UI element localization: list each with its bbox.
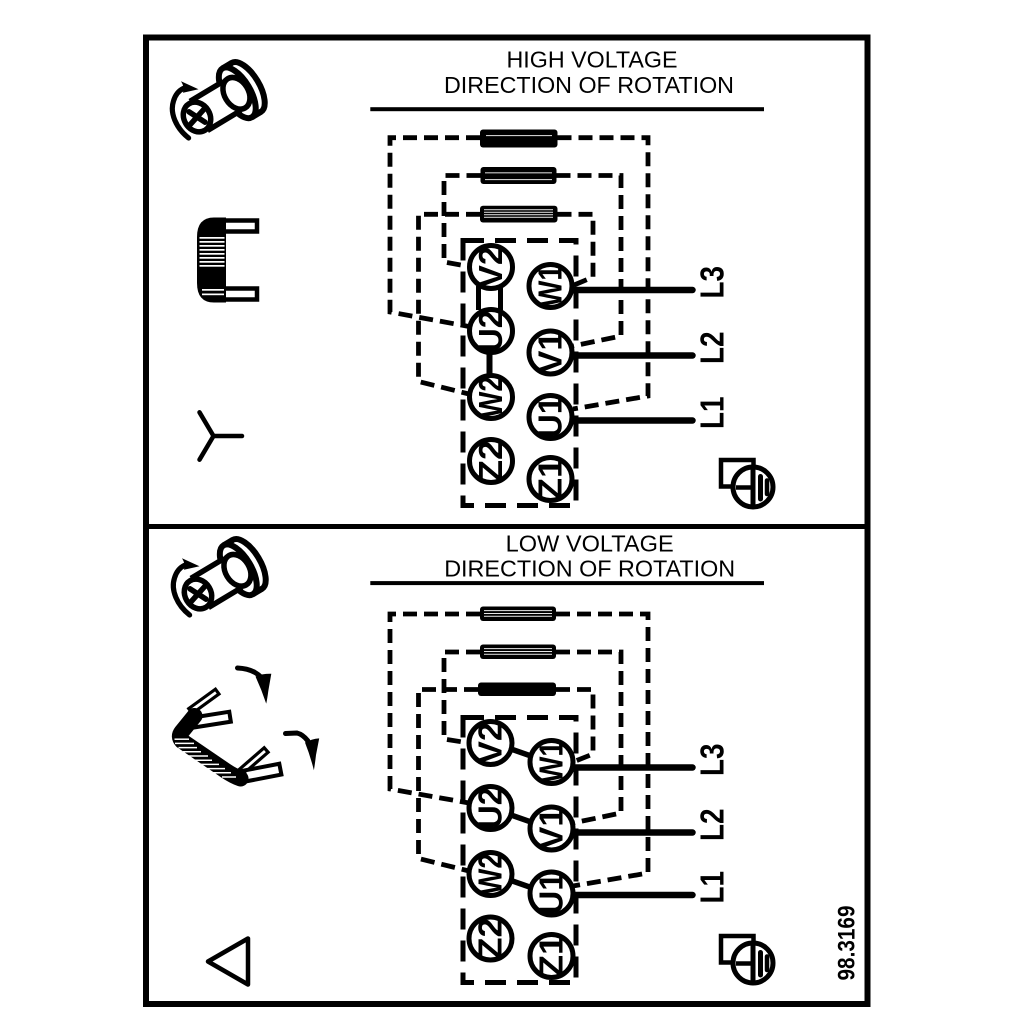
svg-text:U1: U1 (534, 873, 571, 915)
svg-text:L3: L3 (695, 744, 732, 777)
svg-text:U2: U2 (473, 310, 510, 352)
svg-text:Z1: Z1 (534, 935, 571, 977)
svg-text:L3: L3 (695, 266, 732, 299)
svg-text:Z1: Z1 (533, 458, 570, 500)
svg-text:L1: L1 (695, 871, 732, 904)
svg-text:V2: V2 (473, 722, 510, 764)
svg-text:LOW VOLTAGE: LOW VOLTAGE (506, 530, 674, 556)
svg-text:Z2: Z2 (473, 440, 510, 482)
svg-text:HIGH VOLTAGE: HIGH VOLTAGE (507, 47, 678, 73)
svg-text:V1: V1 (534, 808, 571, 850)
svg-text:L1: L1 (695, 397, 732, 430)
svg-text:L2: L2 (695, 809, 732, 842)
svg-text:Z2: Z2 (473, 918, 510, 960)
svg-text:W1: W1 (534, 741, 571, 783)
svg-text:98.3169: 98.3169 (834, 906, 861, 981)
svg-text:U2: U2 (473, 787, 510, 829)
svg-text:DIRECTION OF ROTATION: DIRECTION OF ROTATION (444, 555, 735, 581)
svg-text:V2: V2 (473, 246, 510, 288)
svg-text:W2: W2 (473, 376, 510, 418)
svg-text:U1: U1 (533, 396, 570, 438)
svg-text:W1: W1 (533, 265, 570, 307)
svg-text:V1: V1 (533, 332, 570, 374)
svg-text:L2: L2 (695, 332, 732, 365)
svg-text:W2: W2 (473, 853, 510, 895)
svg-text:DIRECTION OF ROTATION: DIRECTION OF ROTATION (444, 72, 734, 98)
